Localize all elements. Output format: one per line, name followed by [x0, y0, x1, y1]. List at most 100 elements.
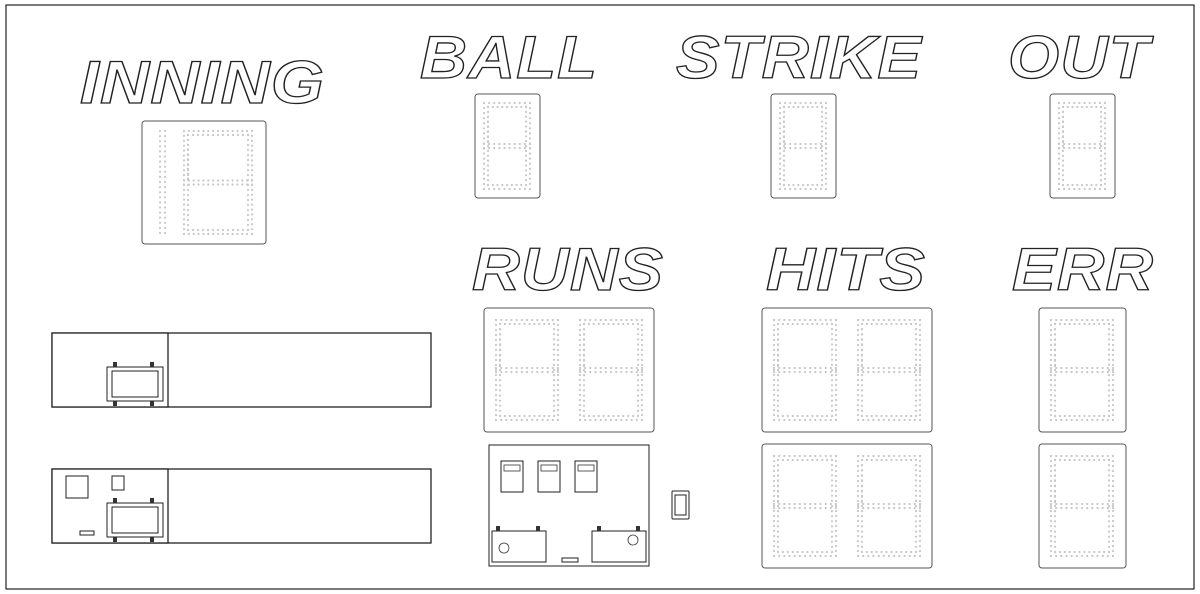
led-dot [524, 183, 528, 187]
led-dot [1061, 115, 1065, 119]
led-dot [772, 544, 776, 548]
led-dot [531, 418, 534, 422]
led-dot [1061, 179, 1065, 182]
led-dot [803, 454, 807, 458]
led-dot [809, 502, 812, 506]
led-dot [772, 418, 776, 422]
led-dot [778, 366, 781, 370]
led-dot [241, 232, 244, 236]
led-dot [910, 550, 913, 554]
led-dot [791, 322, 794, 326]
led-dot [1053, 368, 1057, 372]
led-dot [556, 318, 560, 322]
led-dot [895, 322, 898, 326]
led-dot [784, 142, 787, 146]
led-dot [786, 322, 789, 326]
led-dot [158, 165, 162, 168]
led-dot [799, 146, 802, 150]
led-dot [801, 458, 804, 462]
led-dot [1060, 554, 1063, 558]
led-dot [776, 500, 780, 504]
led-dot [772, 348, 776, 352]
led-dot [1103, 167, 1107, 170]
led-dot [914, 328, 918, 331]
led-dot [824, 107, 828, 110]
led-dot [578, 358, 582, 362]
led-dot [1055, 502, 1058, 506]
led-dot [914, 322, 918, 326]
led-dot [546, 418, 549, 422]
led-dot [1070, 318, 1073, 322]
led-dot [556, 398, 560, 402]
led-dot [1106, 554, 1109, 558]
led-dot [163, 191, 167, 194]
led-dot [1111, 529, 1115, 533]
led-dot [819, 142, 823, 146]
led-dot [491, 183, 494, 187]
led-dot [163, 165, 167, 168]
led-dot [524, 149, 528, 152]
led-dot [1101, 366, 1104, 370]
led-dot [898, 366, 901, 370]
led-dot [636, 399, 640, 402]
led-dot [578, 418, 582, 422]
led-dot [918, 318, 922, 322]
led-dot [1083, 550, 1086, 554]
led-dot [482, 167, 486, 170]
led-dot [246, 188, 250, 192]
led-dot [1111, 484, 1115, 488]
strike-display [770, 93, 837, 199]
led-dot [520, 105, 523, 109]
led-dot [604, 318, 607, 322]
led-dot [498, 368, 502, 372]
led-dot [856, 393, 860, 397]
led-dot [834, 418, 838, 422]
led-dot [556, 378, 560, 382]
led-dot [1075, 502, 1078, 506]
led-dot [1111, 479, 1115, 483]
led-dot [1083, 101, 1086, 105]
led-dot [860, 515, 864, 518]
led-dot [830, 384, 834, 387]
led-dot [772, 370, 776, 374]
led-dot [903, 454, 906, 458]
led-dot [182, 129, 186, 133]
led-dot [158, 150, 162, 153]
led-dot [501, 105, 504, 109]
led-dot [1101, 454, 1104, 458]
led-dot [625, 370, 628, 374]
led-dot [918, 418, 922, 422]
led-dot [804, 187, 807, 191]
label-runs: RUNS [472, 236, 664, 303]
led-dot [1088, 550, 1091, 554]
led-dot [834, 353, 838, 357]
led-dot [809, 370, 812, 374]
led-dot [772, 489, 776, 493]
led-dot [1099, 105, 1103, 109]
led-dot [781, 322, 785, 326]
led-dot [640, 348, 644, 352]
led-dot [893, 318, 896, 322]
led-dot [182, 188, 186, 191]
led-dot [582, 359, 586, 362]
led-dot [1101, 418, 1104, 422]
led-dot [604, 418, 607, 422]
led-dot [830, 520, 834, 523]
led-dot [1049, 368, 1053, 372]
led-dot [246, 223, 250, 227]
led-dot [1107, 374, 1111, 377]
led-dot [772, 413, 776, 417]
led-dot [778, 127, 782, 130]
led-dot [918, 338, 922, 342]
led-dot [1060, 454, 1063, 458]
led-dot [221, 179, 224, 182]
led-dot [793, 318, 796, 322]
led-dot [1091, 502, 1094, 506]
led-dot [1096, 418, 1099, 422]
led-dot [860, 504, 864, 508]
led-dot [824, 142, 828, 146]
led-dot [908, 418, 911, 422]
led-dot [250, 193, 254, 196]
led-dot [856, 554, 860, 558]
led-dot [186, 153, 190, 156]
